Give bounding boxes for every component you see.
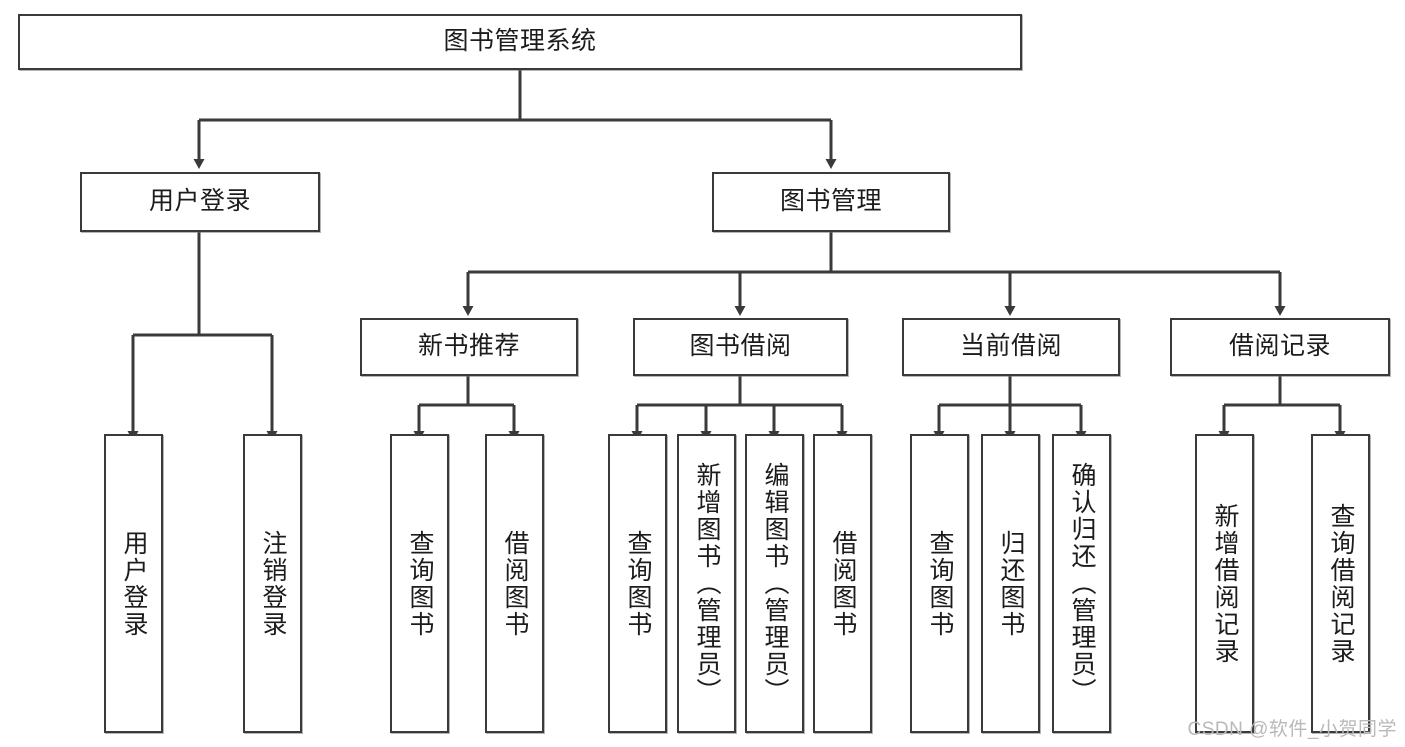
node-root[interactable]: 图书管理系统: [18, 14, 1022, 70]
node-borrow-record[interactable]: 借阅记录: [1170, 318, 1390, 376]
leaf-add-book-label: 新增图书（管理员）: [693, 462, 721, 705]
node-book-borrow-label: 图书借阅: [689, 332, 792, 361]
node-book-borrow[interactable]: 图书借阅: [633, 318, 848, 376]
leaf-query-book-3-label: 查询图书: [926, 529, 954, 638]
leaf-user-login[interactable]: 用户登录: [104, 434, 163, 733]
node-root-label: 图书管理系统: [443, 27, 597, 56]
leaf-logout-login[interactable]: 注销登录: [243, 434, 302, 733]
leaf-query-record[interactable]: 查询借阅记录: [1311, 434, 1370, 733]
leaf-query-book-1[interactable]: 查询图书: [390, 434, 449, 733]
leaf-logout-login-label: 注销登录: [259, 529, 287, 638]
leaf-user-login-label: 用户登录: [120, 529, 148, 638]
leaf-return-book-label: 归还图书: [997, 529, 1025, 638]
node-user-login-label: 用户登录: [148, 187, 251, 216]
leaf-edit-book-label: 编辑图书（管理员）: [761, 462, 789, 705]
leaf-confirm-return[interactable]: 确认归还（管理员）: [1052, 434, 1111, 733]
node-borrow-record-label: 借阅记录: [1228, 332, 1331, 361]
leaf-confirm-return-label: 确认归还（管理员）: [1068, 462, 1096, 705]
leaf-add-book[interactable]: 新增图书（管理员）: [677, 434, 736, 733]
leaf-query-book-1-label: 查询图书: [406, 529, 434, 638]
leaf-borrow-book-2-label: 借阅图书: [829, 529, 857, 638]
node-new-book-recommend[interactable]: 新书推荐: [360, 318, 578, 376]
node-book-manage[interactable]: 图书管理: [712, 172, 950, 232]
node-user-login[interactable]: 用户登录: [80, 172, 320, 232]
leaf-borrow-book-2[interactable]: 借阅图书: [813, 434, 872, 733]
leaf-query-record-label: 查询借阅记录: [1327, 502, 1355, 665]
node-new-book-recommend-label: 新书推荐: [417, 332, 520, 361]
leaf-query-book-2[interactable]: 查询图书: [608, 434, 667, 733]
leaf-add-record[interactable]: 新增借阅记录: [1195, 434, 1254, 733]
leaf-add-record-label: 新增借阅记录: [1211, 502, 1239, 665]
node-book-manage-label: 图书管理: [779, 187, 882, 216]
node-current-borrow-label: 当前借阅: [959, 332, 1062, 361]
node-current-borrow[interactable]: 当前借阅: [902, 318, 1120, 376]
leaf-return-book[interactable]: 归还图书: [981, 434, 1040, 733]
leaf-query-book-2-label: 查询图书: [624, 529, 652, 638]
leaf-edit-book[interactable]: 编辑图书（管理员）: [745, 434, 804, 733]
leaf-borrow-book-1-label: 借阅图书: [501, 529, 529, 638]
leaf-borrow-book-1[interactable]: 借阅图书: [485, 434, 544, 733]
watermark-text: CSDN @软件_小贺同学: [1187, 719, 1397, 740]
leaf-query-book-3[interactable]: 查询图书: [910, 434, 969, 733]
